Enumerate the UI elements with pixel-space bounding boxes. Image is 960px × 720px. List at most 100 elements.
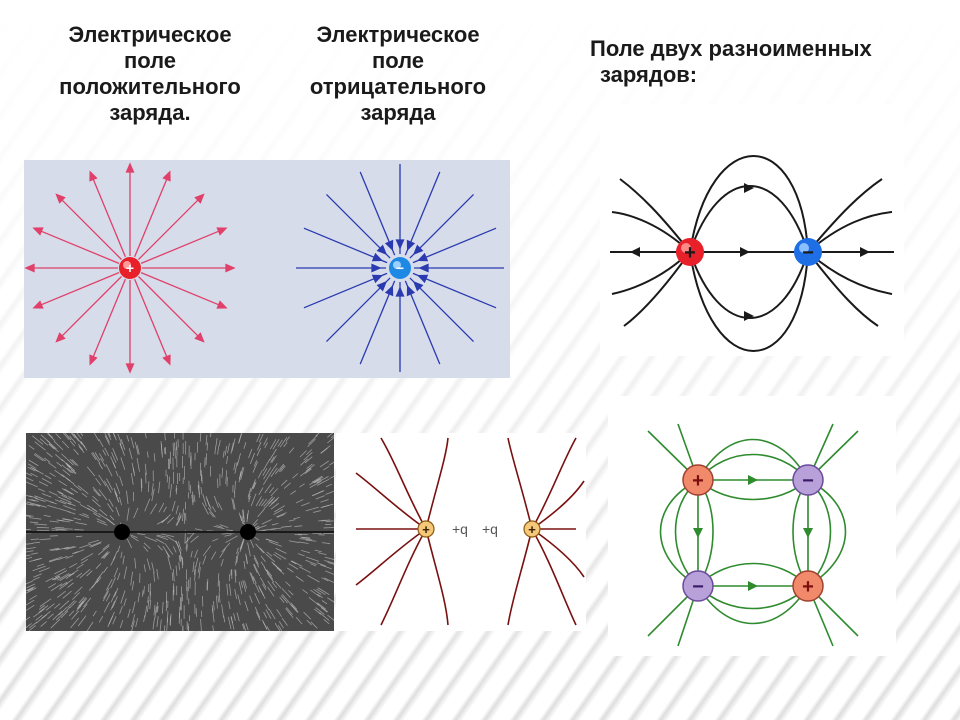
iron-filing <box>41 610 51 619</box>
iron-filing <box>106 478 114 491</box>
iron-filing <box>103 551 110 559</box>
iron-filing <box>90 542 101 548</box>
iron-filing <box>205 453 208 465</box>
iron-filing <box>48 491 58 496</box>
iron-filing <box>152 617 155 630</box>
iron-filing <box>34 497 46 502</box>
iron-filing <box>156 519 166 525</box>
negative-field-lines <box>296 164 504 372</box>
dipole-field-diagram: + − <box>600 104 904 356</box>
iron-filing <box>110 600 116 611</box>
iron-filing <box>304 456 313 464</box>
iron-filing <box>175 565 178 576</box>
iron-filing <box>108 433 111 437</box>
field-arrowhead <box>194 193 205 204</box>
iron-filing <box>134 441 139 455</box>
iron-filing <box>234 569 237 583</box>
iron-filing <box>111 452 117 463</box>
iron-filing <box>26 543 34 545</box>
iron-filing <box>242 580 247 592</box>
iron-filing <box>191 494 194 506</box>
iron-filing <box>143 546 149 552</box>
iron-filing <box>88 539 100 544</box>
iron-filing <box>119 476 124 487</box>
iron-filing <box>202 494 207 507</box>
iron-filing <box>128 448 133 460</box>
iron-filing <box>242 509 245 523</box>
iron-filing <box>175 487 178 495</box>
iron-filing <box>58 519 65 522</box>
iron-filing <box>107 503 114 513</box>
iron-filing <box>254 592 260 604</box>
iron-filing <box>266 572 275 583</box>
iron-filing <box>110 591 117 603</box>
iron-filing <box>67 600 75 608</box>
iron-filing <box>258 587 266 599</box>
iron-filing <box>39 538 51 541</box>
iron-filing <box>329 461 334 466</box>
iron-filing <box>243 442 247 449</box>
iron-filing <box>232 499 236 510</box>
iron-filing <box>293 516 300 520</box>
positive-field-lines <box>24 162 236 374</box>
iron-filing <box>263 467 272 480</box>
iron-filing <box>234 588 238 599</box>
field-arrowhead <box>225 263 236 273</box>
iron-filing <box>314 478 322 484</box>
iron-filing <box>104 433 110 443</box>
field-line <box>303 227 388 264</box>
iron-filing <box>262 583 267 591</box>
field-arrowhead <box>216 300 228 309</box>
iron-filing <box>147 596 149 603</box>
iron-filing <box>295 617 303 625</box>
iron-filing <box>112 596 118 609</box>
field-arrowhead <box>55 332 66 343</box>
iron-filing <box>305 449 313 456</box>
iron-filing <box>96 577 102 584</box>
iron-filing <box>53 440 64 451</box>
iron-filing <box>120 438 126 451</box>
iron-filing <box>30 538 40 540</box>
iron-filing <box>65 572 75 580</box>
iron-filing <box>109 515 115 521</box>
iron-filing <box>319 612 330 621</box>
iron-filing <box>80 433 84 437</box>
iron-filing <box>87 504 97 512</box>
iron-filing <box>165 551 170 558</box>
field-arrowhead <box>371 263 382 273</box>
iron-filing <box>120 590 126 604</box>
iron-filing <box>275 468 280 475</box>
iron-filing <box>324 556 334 560</box>
iron-filing <box>38 567 50 573</box>
iron-filing <box>307 438 316 448</box>
iron-filing <box>172 569 175 582</box>
iron-filing <box>219 548 227 559</box>
iron-filing <box>57 590 66 598</box>
positive-charge-icon: + <box>119 257 141 279</box>
iron-filing <box>269 448 277 461</box>
iron-filing <box>231 438 236 452</box>
iron-filing <box>57 490 64 495</box>
iron-filing <box>93 489 100 497</box>
iron-filing <box>255 496 262 507</box>
field-arrowhead <box>395 239 405 250</box>
iron-filing <box>169 484 173 498</box>
filings-charge-left <box>114 524 130 540</box>
iron-filing <box>246 513 249 522</box>
iron-filing <box>302 537 311 539</box>
iron-filing <box>179 554 182 562</box>
iron-filing <box>255 543 264 554</box>
iron-filing <box>313 476 324 483</box>
iron-filing <box>270 467 278 477</box>
iron-filing <box>280 465 286 472</box>
iron-filing <box>256 447 262 457</box>
iron-filing <box>32 541 40 544</box>
iron-filing <box>254 606 261 618</box>
iron-filing <box>146 451 149 458</box>
iron-filing <box>212 625 214 631</box>
iron-filing <box>82 513 89 517</box>
iron-filing <box>114 492 120 503</box>
iron-filing <box>290 560 297 565</box>
iron-filing <box>66 467 74 474</box>
iron-filing <box>36 563 45 567</box>
